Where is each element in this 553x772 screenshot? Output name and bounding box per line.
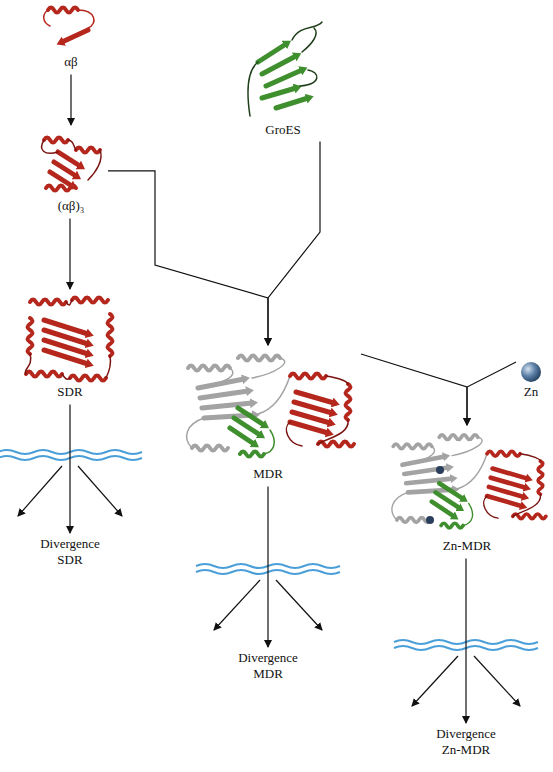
alpha-beta-triple-ribbon bbox=[76, 148, 100, 153]
divergence-wave bbox=[0, 450, 142, 454]
evolution-arrow bbox=[465, 559, 466, 723]
mdr-ribbon bbox=[187, 356, 354, 457]
node-label: αβ bbox=[64, 54, 77, 70]
divergence-arrow bbox=[18, 466, 62, 516]
node-label: Zn-MDR bbox=[443, 538, 491, 554]
divergence-arrow bbox=[474, 656, 520, 706]
sdr-ribbon bbox=[66, 300, 72, 305]
groes-ribbon bbox=[262, 56, 296, 74]
node-label: Divergence MDR bbox=[238, 650, 298, 681]
node-label: Divergence Zn-MDR bbox=[436, 726, 496, 757]
sdr-ribbon bbox=[72, 298, 108, 303]
zinc-ion bbox=[426, 516, 434, 524]
groes-ribbon bbox=[262, 88, 296, 98]
sdr-ribbon bbox=[30, 300, 66, 305]
divergence-wave bbox=[0, 456, 142, 460]
groes-ribbon bbox=[292, 22, 322, 40]
sdr-ribbon bbox=[25, 354, 31, 374]
alpha-beta-triple-ribbon bbox=[88, 150, 101, 180]
groes-ribbon bbox=[300, 70, 317, 86]
groes-ribbon bbox=[266, 70, 302, 86]
evolution-arrow bbox=[70, 75, 71, 125]
groes-ribbon bbox=[258, 44, 286, 62]
zinc-ion bbox=[436, 466, 444, 474]
divergence-arrow bbox=[18, 466, 520, 706]
evolution-arrow bbox=[268, 142, 320, 345]
alpha-beta-ribbon bbox=[78, 10, 94, 28]
sdr-ribbon bbox=[26, 372, 62, 377]
alpha-beta-triple-ribbon bbox=[44, 138, 68, 143]
groes-ribbon bbox=[276, 98, 308, 108]
sdr-ribbon bbox=[44, 350, 88, 364]
sdr-ribbon bbox=[28, 318, 33, 354]
alpha-beta-ribbon bbox=[44, 10, 50, 26]
sdr-ribbon bbox=[25, 298, 112, 381]
node-label: MDR bbox=[253, 466, 283, 482]
evolution-arrow bbox=[467, 362, 516, 425]
divergence-node: Divergence MDR bbox=[238, 650, 298, 681]
structure-node: Zn bbox=[518, 360, 544, 400]
evolution-arrow bbox=[69, 405, 70, 533]
evolution-arrow bbox=[108, 171, 268, 345]
structure-node: αβ bbox=[40, 2, 102, 70]
sdr-ribbon bbox=[70, 376, 106, 381]
divergence-arrow bbox=[412, 656, 458, 706]
groes-ribbon bbox=[248, 22, 322, 116]
alpha-beta-ribbon bbox=[48, 8, 78, 13]
evolution-arrow bbox=[69, 219, 70, 289]
divergence-arrow bbox=[276, 580, 322, 630]
node-label: Zn bbox=[524, 384, 538, 400]
groes-ribbon bbox=[248, 62, 258, 116]
alpha-beta-triple-ribbon bbox=[68, 140, 76, 150]
alpha-beta-triple-ribbon bbox=[50, 172, 72, 186]
structure-node: MDR bbox=[178, 348, 358, 482]
alpha-beta-ribbon bbox=[62, 30, 88, 42]
structure-node: GroES bbox=[238, 18, 328, 138]
sdr-ribbon bbox=[108, 314, 113, 356]
structure-node: Zn-MDR bbox=[384, 428, 550, 554]
zn-mdr-ribbon bbox=[392, 435, 546, 528]
divergence-node: Divergence SDR bbox=[40, 536, 100, 567]
groes-ribbon bbox=[302, 28, 316, 52]
divergence-arrow bbox=[78, 466, 122, 516]
sdr-ribbon bbox=[62, 374, 70, 379]
sdr-ribbon bbox=[106, 356, 111, 378]
node-label: SDR bbox=[57, 384, 82, 400]
node-label: (αβ)₃ bbox=[58, 198, 85, 214]
divergence-wave bbox=[0, 450, 538, 650]
divergence-node: Divergence Zn-MDR bbox=[436, 726, 496, 757]
evolution-arrow bbox=[361, 354, 467, 425]
node-label: Divergence SDR bbox=[40, 536, 100, 567]
structure-node: (αβ)₃ bbox=[38, 128, 104, 214]
evolution-arrow bbox=[267, 487, 268, 647]
alpha-beta-ribbon bbox=[44, 8, 94, 43]
groes-ribbon bbox=[258, 44, 308, 108]
divergence-arrow bbox=[214, 580, 260, 630]
alpha-beta-triple-ribbon bbox=[42, 140, 58, 153]
alpha-beta-triple-ribbon bbox=[42, 138, 101, 191]
structure-node: SDR bbox=[22, 292, 118, 400]
node-label: GroES bbox=[265, 122, 300, 138]
zinc-sphere bbox=[521, 362, 541, 382]
groes-ribbon bbox=[248, 22, 322, 116]
